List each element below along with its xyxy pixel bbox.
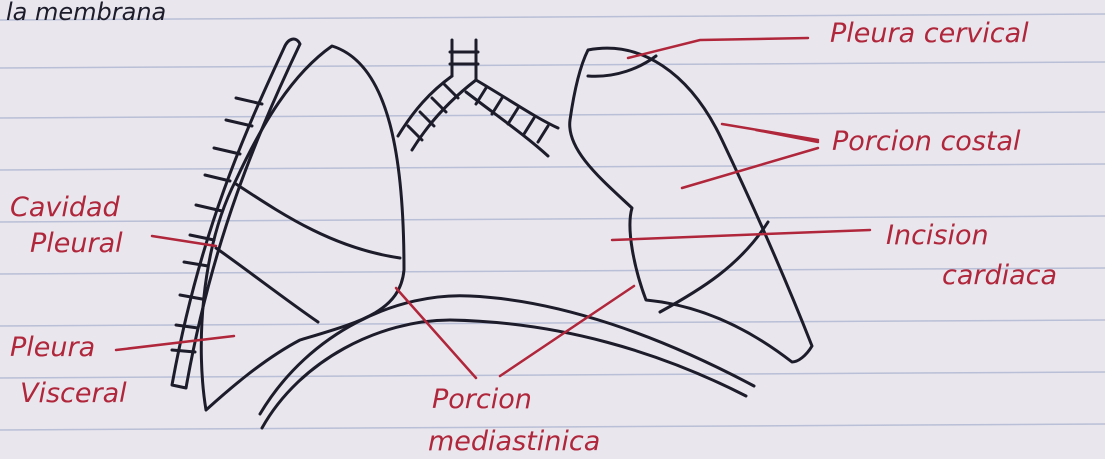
- label-cardiaca: cardiaca: [942, 260, 1057, 291]
- label-pleural: Pleural: [30, 228, 123, 259]
- label-porcion-costal: Porcion costal: [832, 126, 1021, 157]
- label-incision: Incision: [886, 220, 989, 251]
- label-visceral: Visceral: [20, 378, 127, 409]
- top-note-text: la membrana: [6, 0, 166, 26]
- label-pleura: Pleura: [10, 332, 95, 363]
- label-mediastinica: mediastinica: [428, 426, 600, 457]
- label-porcion: Porcion: [432, 384, 532, 415]
- label-pleura-cervical: Pleura cervical: [830, 18, 1029, 49]
- label-cavidad: Cavidad: [10, 192, 121, 223]
